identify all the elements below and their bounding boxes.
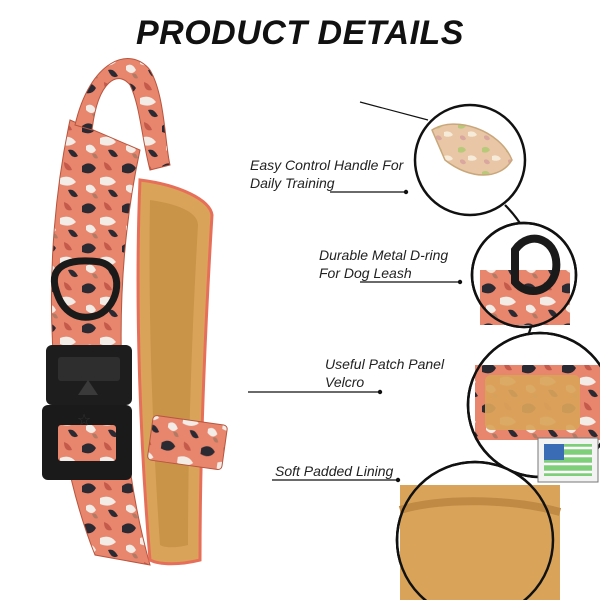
feature-label-velcro: Useful Patch Panel Velcro: [325, 356, 445, 390]
feature-label-dring: Durable Metal D-ring For Dog Leash: [319, 247, 449, 281]
collar-band: [50, 119, 151, 566]
detail-circle-lining: [395, 460, 562, 600]
collar-handle: [74, 58, 171, 171]
detail-circle-handle: [413, 103, 527, 217]
patch-strap: [147, 415, 228, 471]
d-ring: [50, 257, 121, 321]
page-title: PRODUCT DETAILS: [136, 14, 464, 52]
flag-patch-icon: [537, 437, 599, 483]
feature-label-handle: Easy Control Handle For Daily Training: [250, 157, 404, 191]
feature-label-lining: Soft Padded Lining: [275, 463, 394, 479]
detail-circle-dring: [470, 221, 578, 329]
svg-text:☆: ☆: [77, 410, 91, 429]
